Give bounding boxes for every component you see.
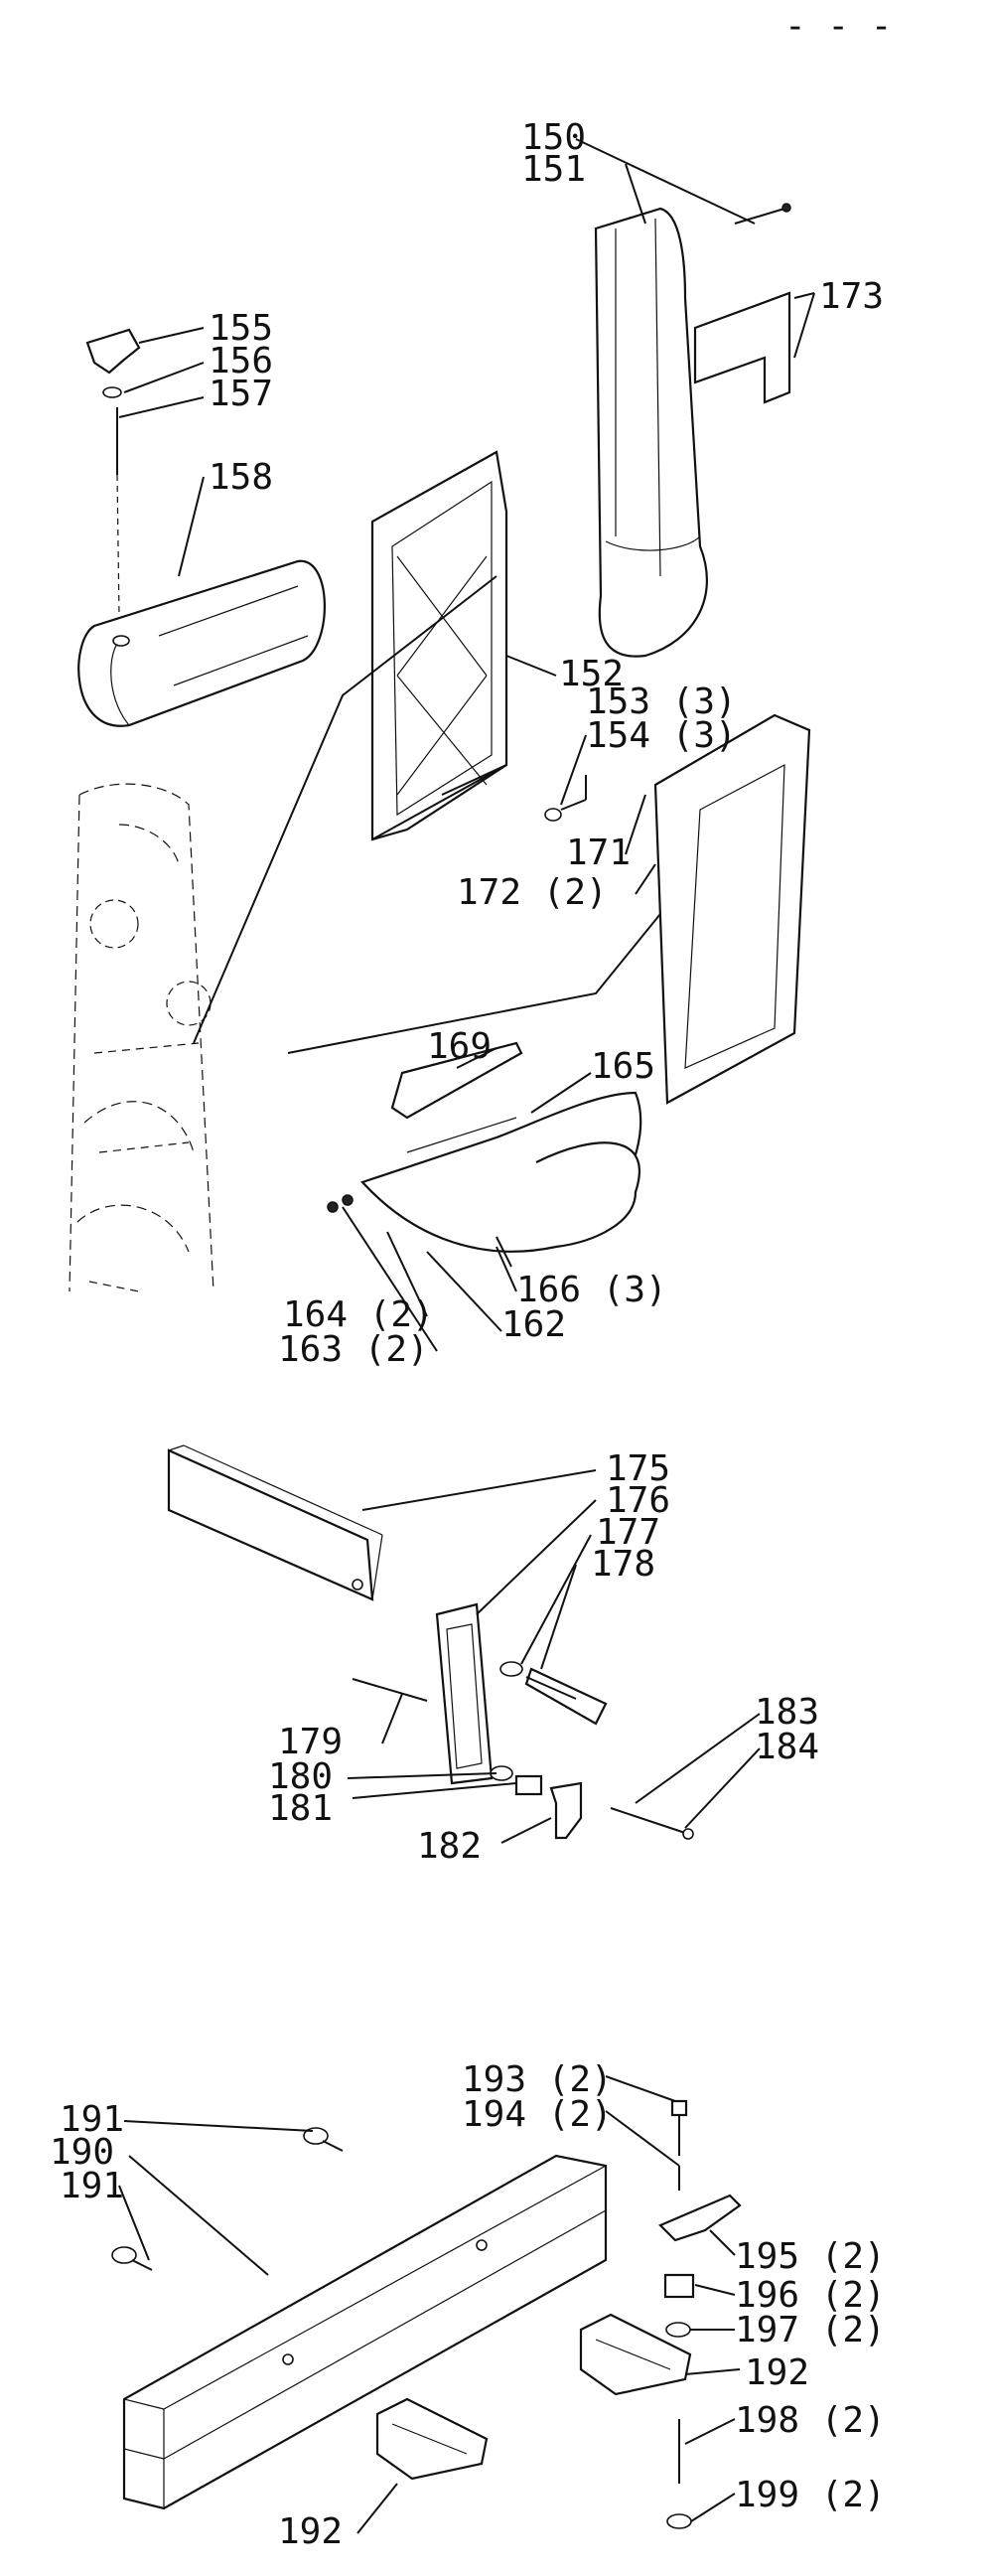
screw-part-150 xyxy=(734,203,791,225)
screw-part-166 xyxy=(496,1236,512,1268)
callout-182: 182 xyxy=(417,1826,482,1867)
callout-156: 156 xyxy=(209,341,273,381)
callout-150: 150 xyxy=(521,117,586,158)
chute-part-169 xyxy=(390,1041,523,1120)
washer-part-177 xyxy=(499,1661,523,1677)
bracket-part-192-right xyxy=(579,2313,692,2396)
nut-part-181 xyxy=(514,1774,543,1796)
callout-181: 181 xyxy=(268,1788,333,1829)
lever-part-182 xyxy=(549,1781,583,1840)
callout-197: 197 (2) xyxy=(735,2310,886,2350)
rail-part-190 xyxy=(122,2154,608,2510)
callout-190: 190 xyxy=(50,2132,114,2173)
frame-part-152 xyxy=(370,450,508,841)
rod-part-178 xyxy=(524,1667,608,1726)
motor-cover-part-158 xyxy=(77,559,326,727)
callout-184: 184 xyxy=(755,1727,819,1767)
callout-171: 171 xyxy=(566,833,631,873)
dust-hood-part-162 xyxy=(360,1091,642,1253)
callout-172: 172 (2) xyxy=(457,872,608,913)
callout-165: 165 xyxy=(591,1046,655,1087)
callout-198: 198 (2) xyxy=(735,2400,886,2441)
callout-169: 169 xyxy=(427,1026,492,1067)
callout-180: 180 xyxy=(268,1756,333,1797)
washer-screw-part-153-154 xyxy=(544,799,587,822)
leader-lines-rail xyxy=(118,2075,741,2534)
callout-192-right: 192 xyxy=(745,2352,809,2393)
callout-153: 153 (3) xyxy=(586,682,737,722)
callout-199: 199 (2) xyxy=(735,2475,886,2515)
callout-183: 183 xyxy=(755,1692,819,1733)
callout-194: 194 (2) xyxy=(462,2094,613,2135)
callout-192-left: 192 xyxy=(278,2511,343,2552)
bracket-part-192-left xyxy=(375,2397,489,2481)
callout-152: 152 xyxy=(559,654,624,694)
callout-191-upper: 191 xyxy=(60,2099,124,2140)
knob-part-155 xyxy=(85,328,141,617)
callout-162: 162 xyxy=(501,1304,566,1345)
screw-part-191-upper xyxy=(303,2127,344,2152)
callout-175: 175 xyxy=(606,1448,670,1489)
saw-body-part xyxy=(69,783,214,1292)
callout-177: 177 xyxy=(596,1512,660,1553)
lever-part-195 xyxy=(658,2194,742,2242)
screw-part-179 xyxy=(352,1678,428,1702)
screw-part-191-lower xyxy=(111,2246,153,2271)
washer-part-199 xyxy=(666,2513,692,2529)
nut-part-196 xyxy=(663,2273,695,2299)
callout-193: 193 (2) xyxy=(462,2059,613,2100)
callout-178: 178 xyxy=(591,1544,655,1585)
callout-166: 166 (3) xyxy=(516,1270,667,1310)
washer-part-197 xyxy=(665,2322,691,2338)
screws-part-163-164 xyxy=(327,1194,354,1213)
callout-157: 157 xyxy=(209,374,273,414)
group-fence-assembly: 175 176 177 178 179 180 181 182 183 184 xyxy=(167,1444,819,1867)
group-rail-assembly: 193 (2) 194 (2) 191 190 191 195 (2) 196 … xyxy=(50,2059,886,2552)
fence-bar-part-175 xyxy=(167,1444,383,1601)
callout-195: 195 (2) xyxy=(735,2236,886,2277)
callout-151: 151 xyxy=(521,149,586,190)
leader-lines-fence xyxy=(347,1469,761,1844)
blade-guard-part-151 xyxy=(594,207,709,658)
callout-176: 176 xyxy=(606,1480,670,1521)
callout-154: 154 (3) xyxy=(586,715,737,756)
callout-191-lower: 191 xyxy=(60,2166,124,2206)
callout-173: 173 xyxy=(819,276,884,317)
callout-196: 196 (2) xyxy=(735,2275,886,2316)
callout-158: 158 xyxy=(209,457,273,498)
callout-163: 163 (2) xyxy=(278,1329,429,1370)
callout-179: 179 xyxy=(278,1722,343,1762)
callout-155: 155 xyxy=(209,308,273,349)
door-part-171 xyxy=(653,713,811,1105)
leader-lines-upper xyxy=(118,138,815,1352)
bolt-part-183 xyxy=(610,1807,694,1840)
page-corner-mark: - - - xyxy=(784,6,892,47)
guide-part-176 xyxy=(435,1602,494,1785)
group-upper-assembly: 150 151 173 155 156 157 158 152 153 (3) … xyxy=(69,117,884,1370)
bracket-part-173 xyxy=(693,291,791,404)
screw-part-193 xyxy=(670,2099,688,2156)
callout-164: 164 (2) xyxy=(283,1294,434,1335)
